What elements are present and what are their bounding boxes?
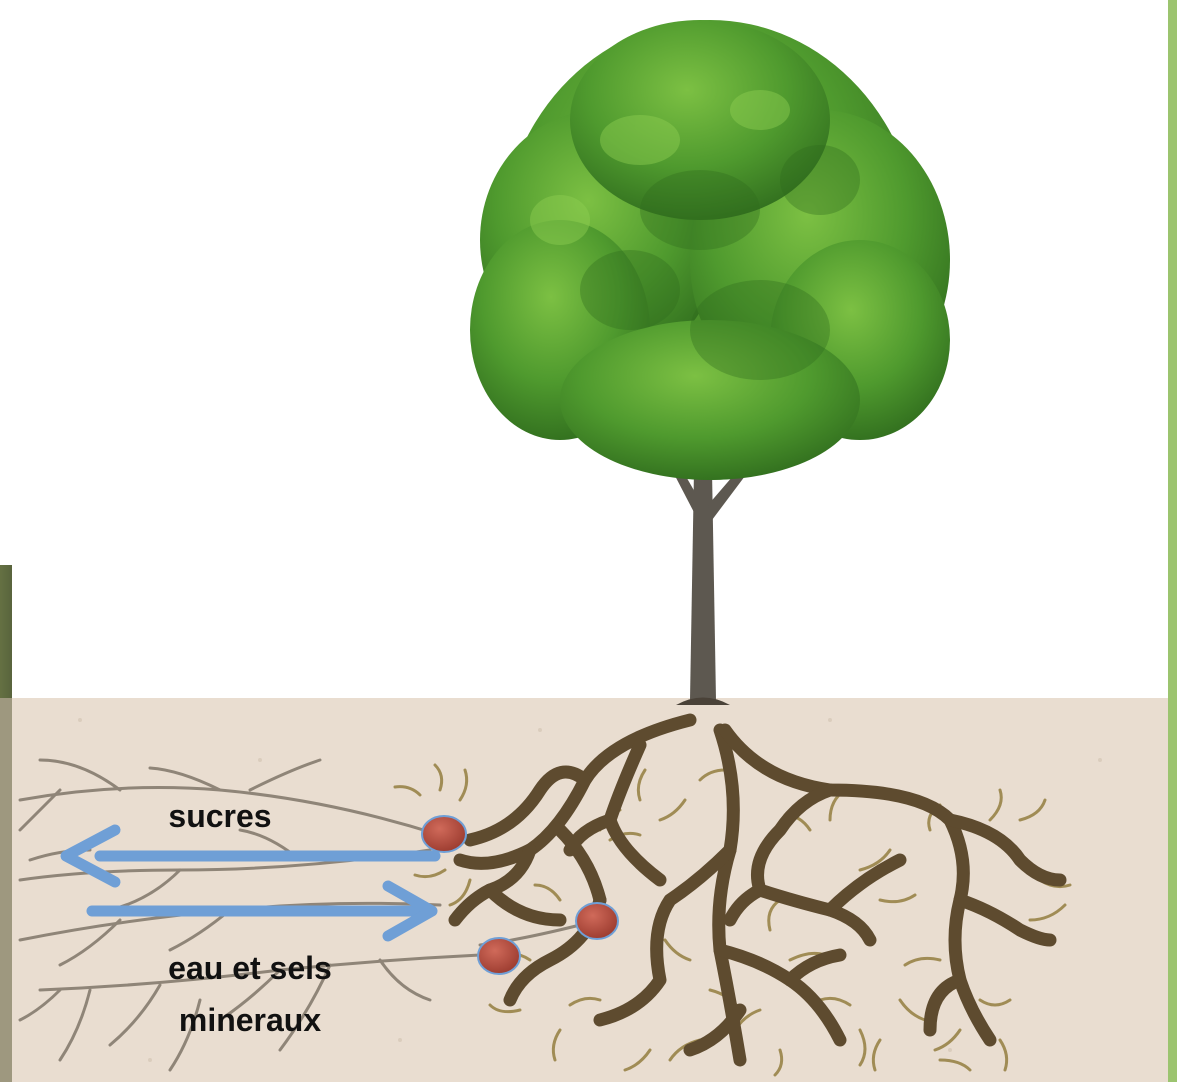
label-eau-line1: eau et sels xyxy=(130,948,370,988)
label-sucres: sucres xyxy=(140,796,300,836)
side-border xyxy=(1168,0,1177,1082)
tree-icon xyxy=(470,20,950,705)
label-eau-line2: mineraux xyxy=(130,1000,370,1040)
left-edge-soil xyxy=(0,565,12,1082)
